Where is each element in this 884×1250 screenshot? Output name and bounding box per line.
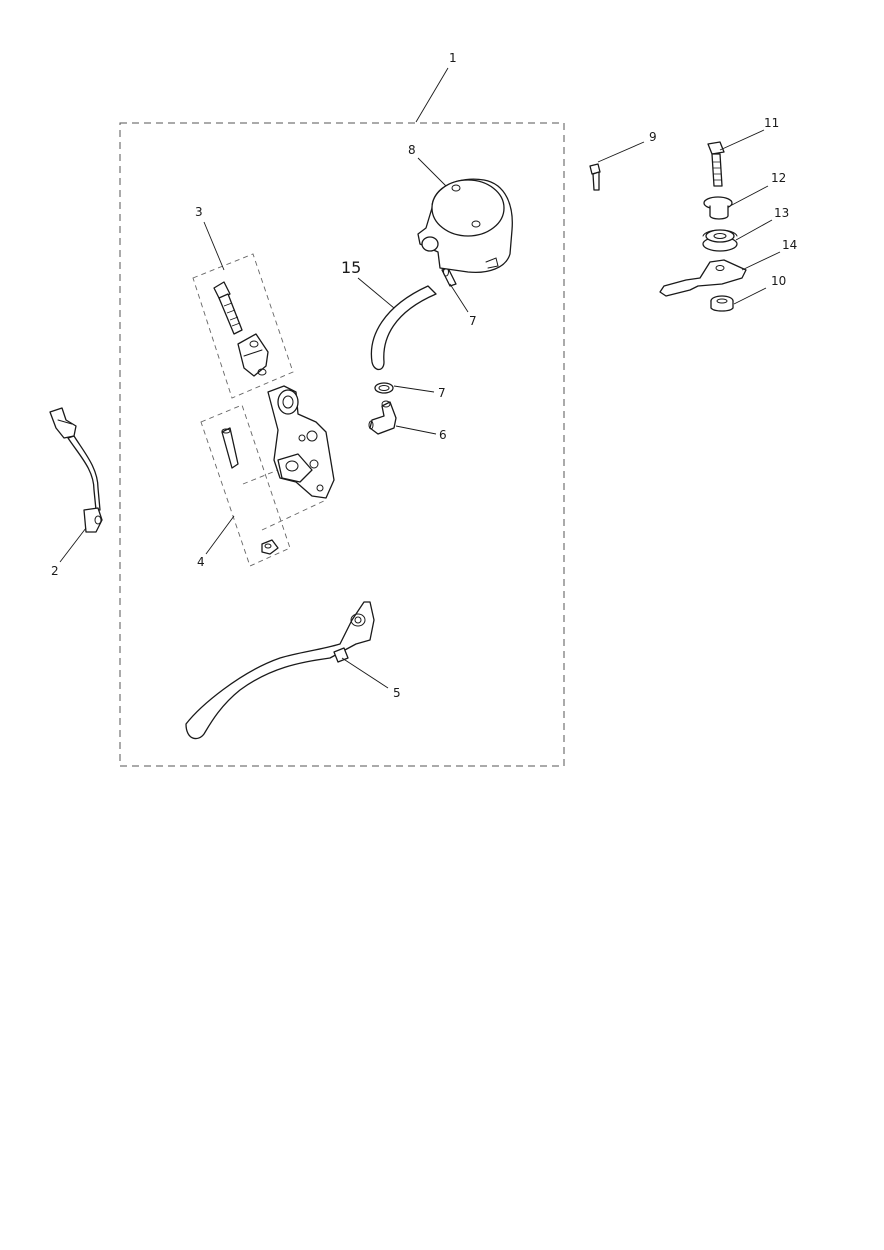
hose-15-part bbox=[370, 285, 437, 371]
callout-15: 15 bbox=[341, 258, 361, 277]
switch-harness-part bbox=[49, 407, 103, 533]
callout-11: 11 bbox=[764, 116, 779, 130]
callout-1: 1 bbox=[449, 51, 457, 65]
callout-3: 3 bbox=[195, 205, 203, 219]
subgroup-4-connector-lower bbox=[261, 499, 327, 531]
master-cylinder-part bbox=[221, 385, 335, 555]
assembly-boundary bbox=[119, 122, 565, 767]
lever-part bbox=[185, 601, 375, 740]
bolt-9-part bbox=[589, 163, 601, 191]
callout-12: 12 bbox=[771, 171, 786, 185]
grommet-13-part bbox=[702, 229, 738, 252]
bracket-14-part bbox=[659, 259, 747, 297]
callout-8: 8 bbox=[408, 143, 416, 157]
callout-5: 5 bbox=[393, 686, 401, 700]
callout-14: 14 bbox=[782, 238, 797, 252]
bolt-11-part bbox=[707, 141, 725, 187]
reservoir-part bbox=[417, 178, 513, 274]
hose-fitting-part bbox=[368, 400, 397, 435]
subgroup-4-boundary bbox=[200, 404, 291, 567]
subgroup-4-connector bbox=[242, 469, 279, 485]
callout-13: 13 bbox=[774, 206, 789, 220]
callout-7-upper: 7 bbox=[469, 314, 477, 328]
callout-2: 2 bbox=[51, 564, 59, 578]
callout-4: 4 bbox=[197, 555, 205, 569]
callout-9: 9 bbox=[649, 130, 657, 144]
leader-lines bbox=[59, 67, 781, 689]
callout-10: 10 bbox=[771, 274, 786, 288]
callout-7-lower: 7 bbox=[438, 386, 446, 400]
callout-6: 6 bbox=[439, 428, 447, 442]
subgroup-3-boundary bbox=[192, 253, 294, 399]
spacer-12-part bbox=[703, 196, 733, 220]
nut-10-part bbox=[710, 295, 734, 312]
clamp-and-screw-part bbox=[213, 281, 269, 377]
